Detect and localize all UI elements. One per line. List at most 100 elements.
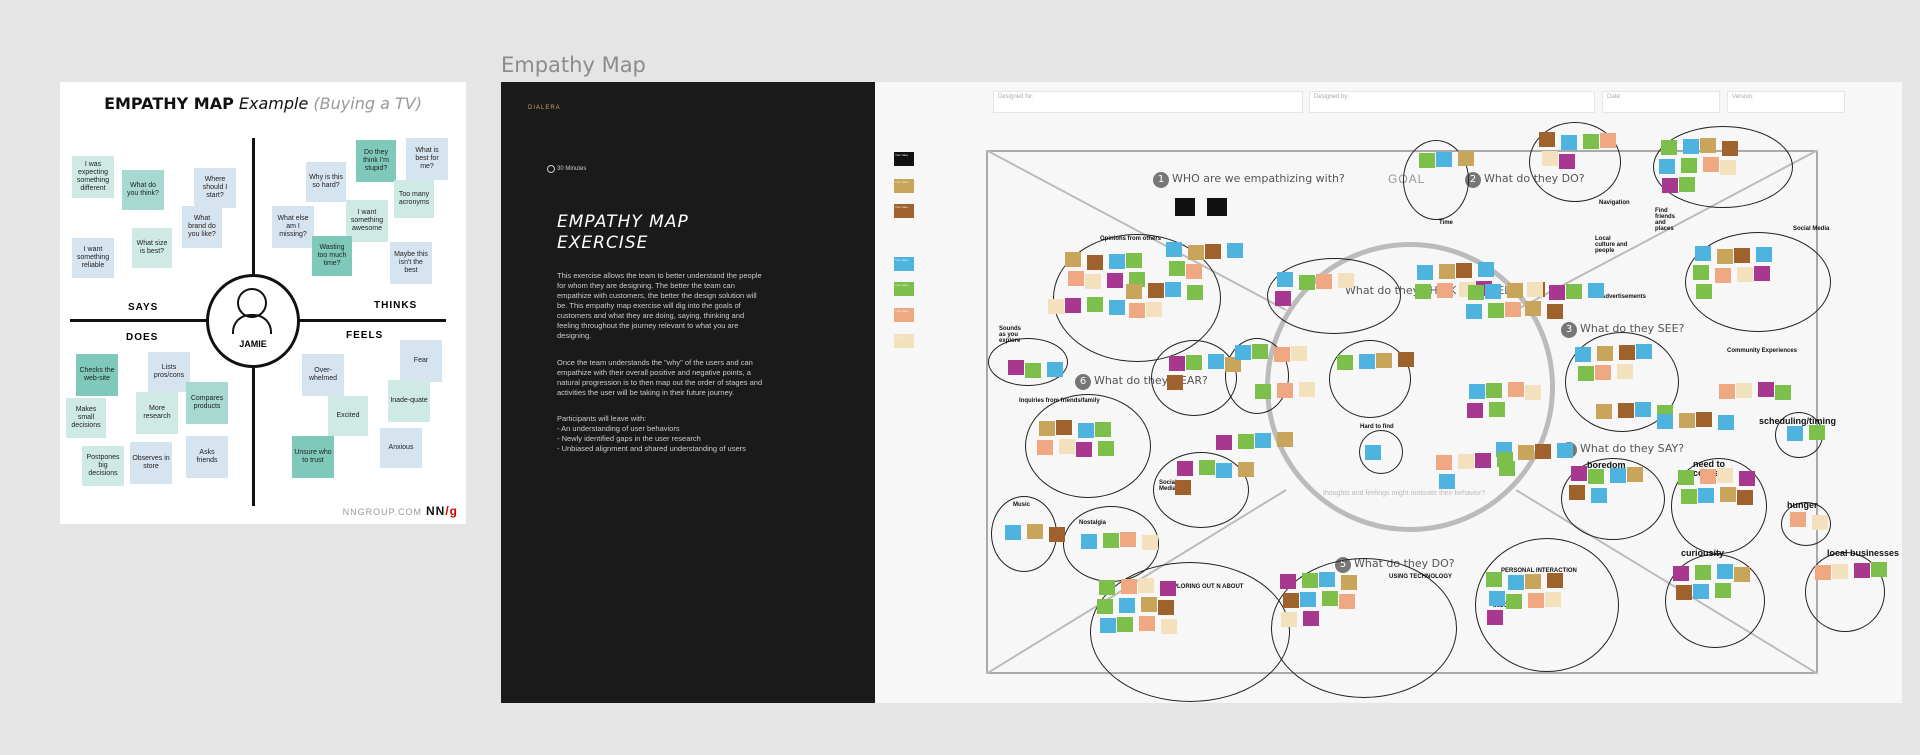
sticky-note[interactable] [1595,365,1611,380]
sticky-note[interactable] [1076,442,1092,457]
sticky-note[interactable] [1119,598,1135,613]
cluster-ring[interactable] [1671,458,1767,554]
sticky-note[interactable] [1871,562,1887,577]
sticky-note[interactable] [1505,302,1521,317]
sticky-note[interactable] [1566,284,1582,299]
sticky-note[interactable] [1488,303,1504,318]
sticky-note[interactable] [1736,383,1752,398]
sticky-note[interactable] [1302,573,1318,588]
sticky-note[interactable] [1700,138,1716,153]
sticky-note[interactable] [1673,566,1689,581]
cluster-ring[interactable] [1271,558,1457,698]
sticky-note[interactable] [1466,304,1482,319]
sticky-note[interactable] [1662,178,1678,193]
sticky-note[interactable] [1478,262,1494,277]
sticky-note[interactable] [1277,432,1293,447]
sticky-note[interactable] [1790,512,1806,527]
sticky-note[interactable] [1487,610,1503,625]
sticky-note[interactable] [1758,382,1774,397]
sticky-note[interactable] [1693,584,1709,599]
sticky-note[interactable] [1734,248,1750,263]
sticky-note[interactable] [1376,353,1392,368]
sticky-note[interactable] [1208,354,1224,369]
sticky-note[interactable] [1146,302,1162,317]
sticky-note[interactable] [1277,272,1293,287]
sticky-note[interactable] [1142,535,1158,550]
sticky-note[interactable] [1299,275,1315,290]
sticky-note[interactable] [1117,617,1133,632]
sticky-note[interactable] [1698,488,1714,503]
sticky-note[interactable] [1681,158,1697,173]
sticky-note[interactable] [1756,247,1772,262]
sticky-note[interactable] [1065,298,1081,313]
sticky-note[interactable] [1129,303,1145,318]
sticky-note[interactable] [1199,460,1215,475]
sticky-note[interactable] [1280,574,1296,589]
sticky-note[interactable] [1600,133,1616,148]
sticky-note[interactable] [1235,345,1251,360]
sticky-note[interactable]: More research [136,392,178,434]
sticky-note[interactable] [1300,592,1316,607]
sticky-note[interactable] [1109,300,1125,315]
sticky-note[interactable] [1126,284,1142,299]
sticky-note[interactable] [1186,355,1202,370]
sticky-note[interactable] [1415,284,1431,299]
sticky-note[interactable] [1557,443,1573,458]
sticky-note[interactable]: Observes in store [130,442,172,484]
cluster-ring[interactable] [1561,458,1665,540]
sticky-note[interactable] [1299,382,1315,397]
sticky-note[interactable] [1186,264,1202,279]
sticky-note[interactable]: Checks the web-site [76,354,118,396]
sticky-note[interactable] [1497,452,1513,467]
cluster-ring[interactable] [1153,452,1249,528]
sticky-note[interactable]: What is best for me? [406,138,448,180]
sticky-note[interactable]: Too many acronyms [394,180,434,218]
sticky-note[interactable] [1720,487,1736,502]
sticky-note[interactable] [1508,382,1524,397]
sticky-note[interactable] [1322,591,1338,606]
sticky-note[interactable] [1518,445,1534,460]
sticky-note[interactable] [1319,572,1335,587]
sticky-note[interactable] [1720,160,1736,175]
persona-card[interactable] [1175,198,1195,216]
legend-swatch-blue[interactable]: Your Idea [894,257,914,271]
sticky-note[interactable] [1167,375,1183,390]
sticky-note[interactable] [1059,439,1075,454]
sticky-note[interactable] [1661,140,1677,155]
sticky-note[interactable] [1525,385,1541,400]
sticky-note[interactable] [1535,444,1551,459]
sticky-note[interactable]: I was expecting something different [72,156,114,198]
sticky-note[interactable] [1734,567,1750,582]
sticky-note[interactable] [1678,470,1694,485]
sticky-note[interactable] [1281,612,1297,627]
sticky-note[interactable] [1216,463,1232,478]
sticky-note[interactable] [1542,151,1558,166]
sticky-note[interactable] [1596,404,1612,419]
sticky-note[interactable] [1578,366,1594,381]
sticky-note[interactable] [1126,253,1142,268]
sticky-note[interactable] [1719,384,1735,399]
sticky-note[interactable] [1216,435,1232,450]
legend-swatch-peach[interactable]: Your Idea [894,308,914,322]
sticky-note[interactable] [1703,157,1719,172]
empathy-map-example-card[interactable]: EMPATHY MAP Example (Buying a TV) JAMIE … [60,82,466,524]
sticky-note[interactable] [1169,261,1185,276]
sticky-note[interactable] [1056,420,1072,435]
sticky-note[interactable] [1081,534,1097,549]
sticky-note[interactable] [1291,346,1307,361]
sticky-note[interactable] [1489,591,1505,606]
sticky-note[interactable] [1456,263,1472,278]
frame-label[interactable]: Empathy Map [501,53,646,77]
sticky-note[interactable] [1627,467,1643,482]
sticky-note[interactable] [1695,246,1711,261]
sticky-note[interactable] [1489,402,1505,417]
sticky-note[interactable] [1575,347,1591,362]
sticky-note[interactable] [1027,524,1043,539]
sticky-note[interactable] [1527,282,1543,297]
sticky-note[interactable] [1065,252,1081,267]
cluster-ring[interactable] [1685,232,1831,332]
sticky-note[interactable] [1618,403,1634,418]
cluster-ring[interactable] [1529,122,1621,202]
sticky-note[interactable] [1205,244,1221,259]
sticky-note[interactable] [1809,425,1825,440]
